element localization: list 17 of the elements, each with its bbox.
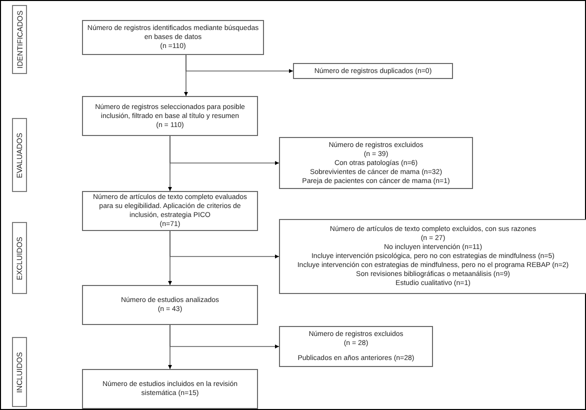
stage-label-box: [12, 5, 27, 74]
arrow: [170, 136, 280, 165]
stage-label-box: [12, 222, 27, 294]
process-box: [82, 191, 258, 231]
process-box: [279, 219, 586, 294]
arrow: [186, 54, 294, 73]
arrow: [170, 324, 280, 348]
process-box: [293, 63, 453, 79]
process-box: [82, 96, 258, 136]
stage-label-box: [12, 118, 27, 192]
process-box: [82, 369, 258, 409]
process-box: [82, 285, 258, 325]
process-box: [279, 137, 473, 189]
process-box: [82, 20, 264, 55]
arrow: [170, 230, 280, 258]
stage-label-box: [12, 337, 27, 407]
process-box: [279, 326, 433, 367]
